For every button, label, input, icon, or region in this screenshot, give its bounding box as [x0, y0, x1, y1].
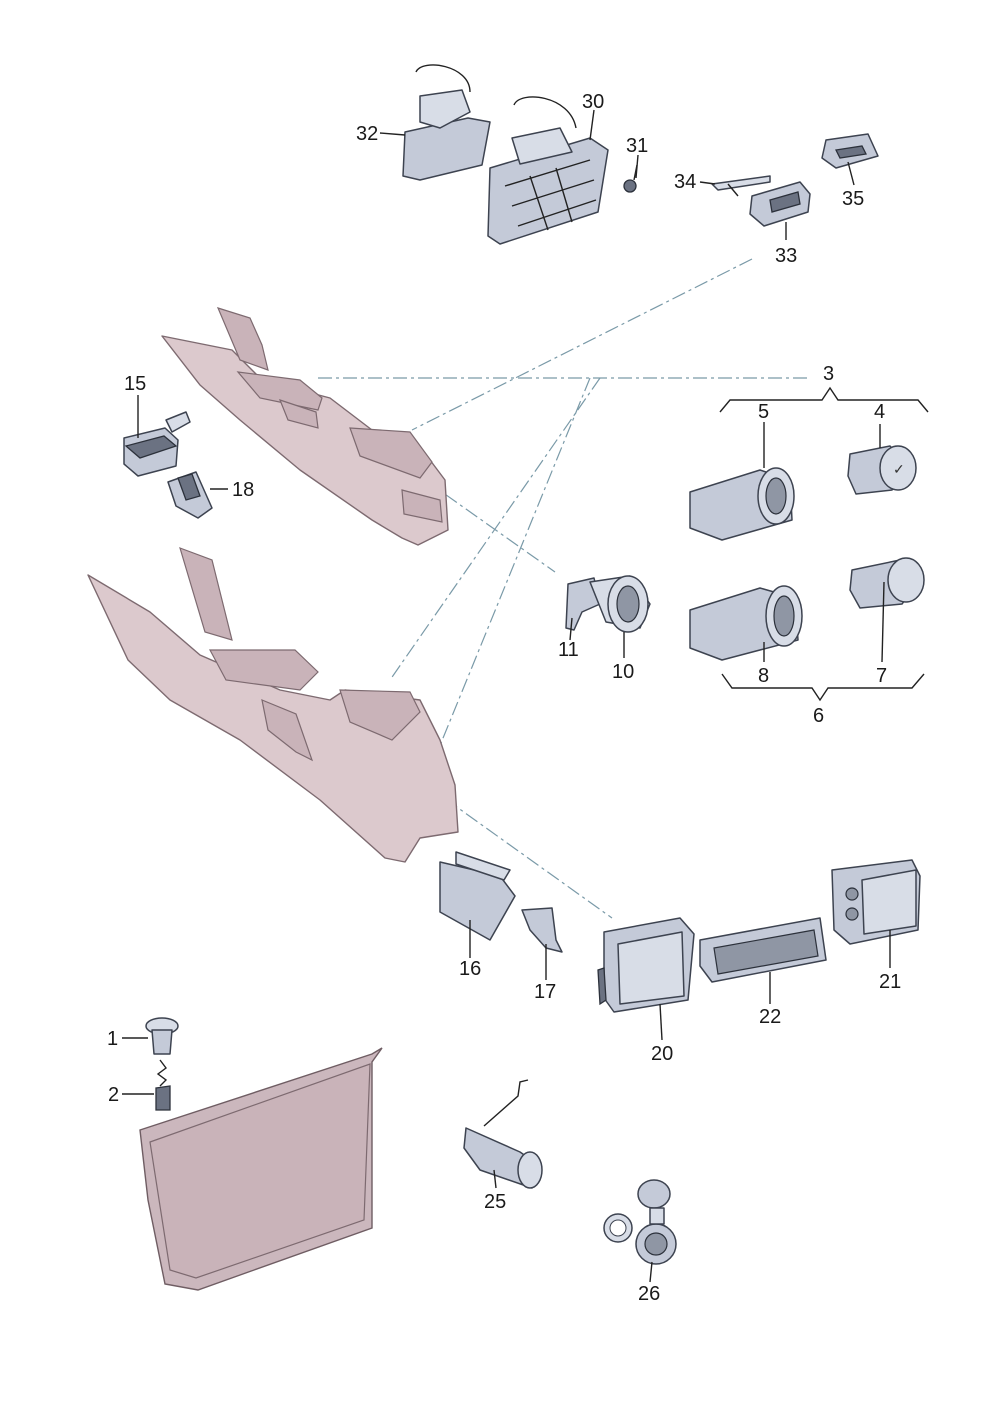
part-26-socket-cover	[603, 1179, 677, 1265]
part-15-switch	[123, 411, 191, 477]
label-16: 16	[459, 958, 481, 980]
label-5: 5	[758, 401, 769, 423]
center-console-lower	[87, 547, 459, 863]
part-17-clip	[521, 907, 563, 953]
label-3: 3	[823, 363, 834, 385]
label-21: 21	[879, 971, 901, 993]
part-16-pad	[439, 851, 516, 941]
label-11: 11	[558, 639, 579, 661]
part-34-clip	[711, 175, 771, 197]
part-1-retainer	[145, 1017, 179, 1055]
label-18: 18	[232, 479, 254, 501]
part-11-clip	[565, 577, 601, 631]
part-5-socket-housing	[689, 467, 795, 541]
label-1: 1	[107, 1028, 118, 1050]
part-4-cap: ✓	[847, 445, 917, 495]
svg-text:✓: ✓	[893, 461, 905, 477]
label-4: 4	[874, 401, 885, 423]
center-console-upper	[161, 307, 449, 546]
part-20-switch	[597, 917, 695, 1013]
label-7: 7	[876, 665, 887, 687]
label-30: 30	[582, 91, 604, 113]
part-25-socket-with-lead	[463, 1079, 543, 1189]
label-15: 15	[124, 373, 146, 395]
part-33-connector	[749, 181, 811, 227]
brace-group-6	[721, 673, 925, 702]
label-2: 2	[108, 1084, 119, 1106]
part-35-switch	[821, 133, 879, 169]
part-2-spring-nut	[155, 1059, 171, 1111]
part-30-bracket	[487, 96, 609, 245]
label-31: 31	[626, 135, 648, 157]
part-21-switch	[831, 859, 921, 945]
part-32-shifter-assembly	[402, 64, 491, 181]
label-25: 25	[484, 1191, 506, 1213]
part-18-plug	[167, 471, 213, 519]
storage-bin	[139, 1047, 383, 1291]
reference-lines	[318, 258, 810, 919]
label-6: 6	[813, 705, 824, 727]
label-20: 20	[651, 1043, 673, 1065]
label-10: 10	[612, 661, 634, 683]
label-34: 34	[674, 171, 696, 193]
part-labels: 1 2 3 4 5 6 7 8 10 11 15 16 17 18 20 21 …	[107, 91, 901, 1305]
label-17: 17	[534, 981, 556, 1003]
part-31-screw	[623, 164, 638, 193]
brace-group-3	[719, 386, 929, 413]
label-35: 35	[842, 188, 864, 210]
label-33: 33	[775, 245, 797, 267]
part-10-ring	[589, 575, 651, 633]
label-8: 8	[758, 665, 769, 687]
label-22: 22	[759, 1006, 781, 1028]
part-8-socket-housing	[689, 585, 803, 661]
part-22-bezel	[699, 917, 827, 983]
leader-lines	[122, 109, 891, 1283]
label-26: 26	[638, 1283, 660, 1305]
part-7-cap	[849, 557, 925, 609]
label-32: 32	[356, 123, 378, 145]
